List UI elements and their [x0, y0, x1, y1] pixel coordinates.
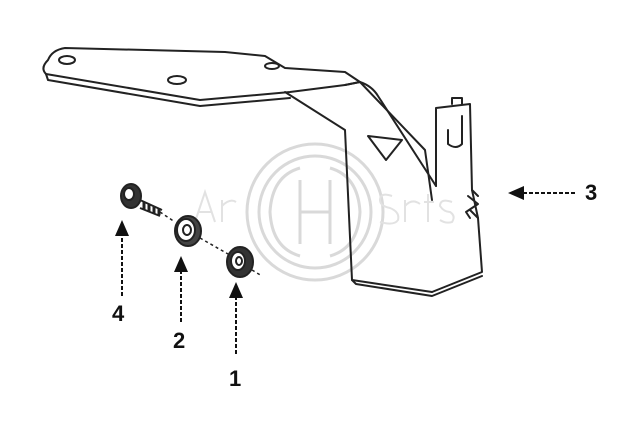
watermark-text-icon [194, 188, 455, 225]
watermark-logo-icon [245, 142, 385, 282]
washer-large-icon [174, 215, 202, 247]
callout-arrow-4 [115, 220, 129, 296]
callout-label-3: 3 [585, 180, 598, 205]
mounting-bracket-icon [42, 47, 483, 297]
callout-label-1: 1 [229, 366, 242, 391]
bolt-icon [120, 183, 163, 217]
callout-label-4: 4 [112, 301, 125, 326]
callout-arrow-3 [508, 186, 575, 200]
washer-small-icon [226, 246, 254, 278]
assembly-axis-line [159, 211, 263, 277]
callout-arrow-1 [229, 282, 243, 354]
callout-label-2: 2 [173, 328, 186, 353]
callout-arrow-2 [174, 256, 188, 322]
